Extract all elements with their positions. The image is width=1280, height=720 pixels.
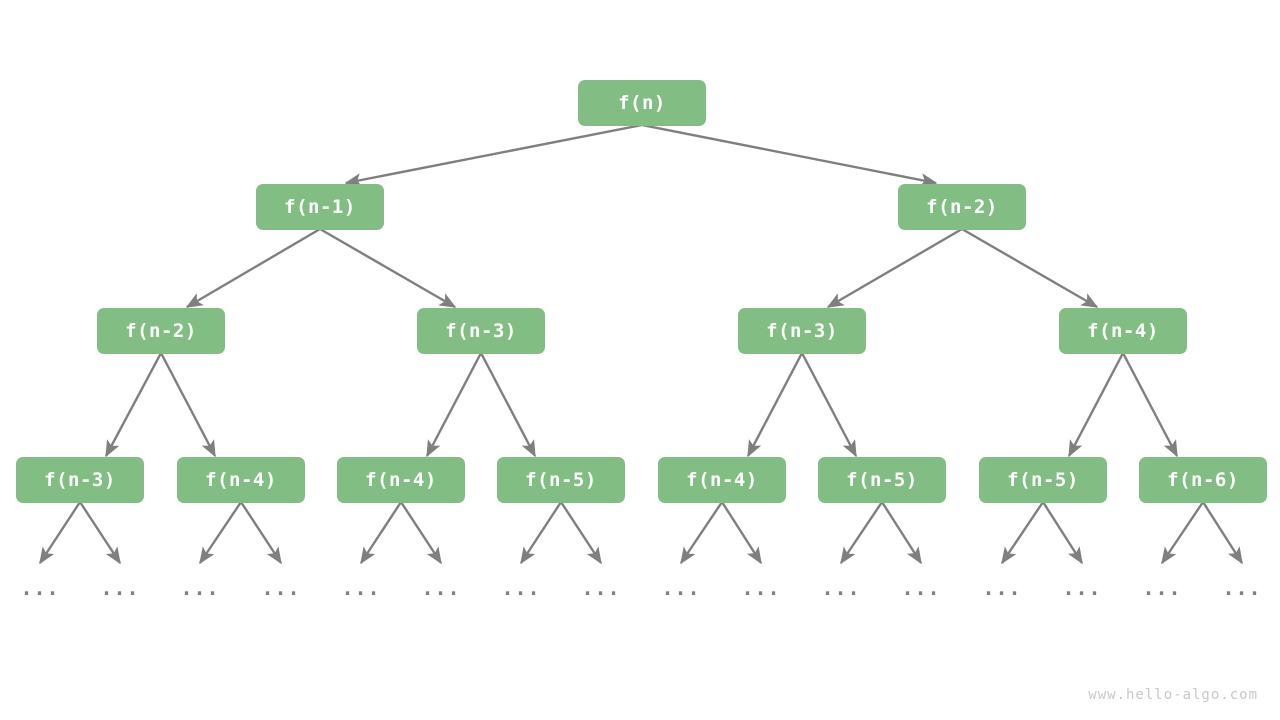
- tree-node-l0n0: f(n): [578, 80, 706, 126]
- tree-node-l3n7: f(n-6): [1139, 457, 1267, 503]
- watermark-text: www.hello-algo.com: [1088, 687, 1258, 703]
- leaf-ellipsis: ...: [100, 576, 140, 600]
- tree-edge-9: [479, 352, 537, 458]
- tree-node-l3n1: f(n-4): [177, 457, 305, 503]
- leaf-edge-7: [559, 501, 603, 565]
- tree-node-l2n1: f(n-3): [417, 308, 545, 354]
- leaf-ellipsis: ...: [1142, 576, 1182, 600]
- tree-edge-10: [746, 352, 804, 458]
- tree-edge-4: [826, 227, 963, 309]
- leaf-edge-1: [78, 501, 122, 565]
- leaf-edge-0: [38, 501, 82, 565]
- leaf-ellipsis: ...: [341, 576, 381, 600]
- tree-node-l2n0: f(n-2): [97, 308, 225, 354]
- leaf-ellipsis: ...: [1062, 576, 1102, 600]
- tree-node-l2n3: f(n-4): [1059, 308, 1187, 354]
- leaf-ellipsis: ...: [982, 576, 1022, 600]
- leaf-edge-3: [239, 501, 283, 565]
- tree-node-l3n3: f(n-5): [497, 457, 625, 503]
- leaf-ellipsis: ...: [821, 576, 861, 600]
- leaf-ellipsis: ...: [741, 576, 781, 600]
- tree-node-label: f(n-5): [1007, 468, 1079, 491]
- tree-node-label: f(n-3): [445, 319, 517, 342]
- leaf-ellipsis: ...: [901, 576, 941, 600]
- tree-edge-2: [185, 227, 321, 309]
- leaf-ellipsis: ...: [1222, 576, 1262, 600]
- tree-node-label: f(n-3): [766, 319, 838, 342]
- leaf-ellipsis: ...: [421, 576, 461, 600]
- tree-node-label: f(n-1): [284, 195, 356, 218]
- tree-node-label: f(n-3): [44, 468, 116, 491]
- tree-node-label: f(n-4): [1087, 319, 1159, 342]
- leaf-edge-11: [880, 501, 923, 565]
- tree-edge-8: [425, 352, 483, 458]
- leaf-edge-8: [680, 501, 723, 565]
- leaf-edge-6: [519, 501, 563, 565]
- tree-node-label: f(n-2): [926, 195, 998, 218]
- tree-edge-7: [159, 352, 217, 458]
- tree-edge-12: [1067, 352, 1125, 458]
- leaf-ellipsis: ...: [581, 576, 621, 600]
- tree-node-label: f(n-5): [525, 468, 597, 491]
- tree-node-l1n0: f(n-1): [256, 184, 384, 230]
- tree-node-label: f(n-4): [205, 468, 277, 491]
- tree-node-label: f(n): [618, 91, 666, 114]
- tree-node-label: f(n-6): [1167, 468, 1239, 491]
- tree-edge-13: [1121, 352, 1179, 458]
- leaf-edge-5: [399, 501, 443, 565]
- leaf-edge-15: [1201, 501, 1244, 565]
- leaf-edge-10: [840, 501, 883, 565]
- tree-edge-0: [344, 123, 643, 187]
- leaf-edge-4: [359, 501, 403, 565]
- leaf-ellipsis: ...: [501, 576, 541, 600]
- leaf-edge-12: [1001, 501, 1044, 565]
- tree-node-l1n1: f(n-2): [898, 184, 1026, 230]
- tree-node-label: f(n-4): [365, 468, 437, 491]
- tree-node-l3n5: f(n-5): [818, 457, 946, 503]
- tree-edges: [38, 123, 1244, 565]
- leaf-edge-2: [199, 501, 242, 565]
- tree-node-l2n2: f(n-3): [738, 308, 866, 354]
- tree-edge-1: [641, 123, 938, 187]
- leaf-ellipsis: ...: [180, 576, 220, 600]
- tree-node-label: f(n-5): [846, 468, 918, 491]
- leaf-edge-14: [1161, 501, 1204, 565]
- tree-node-l3n0: f(n-3): [16, 457, 144, 503]
- tree-node-label: f(n-4): [686, 468, 758, 491]
- leaf-edge-9: [720, 501, 763, 565]
- leaf-edge-13: [1041, 501, 1084, 565]
- tree-edge-6: [104, 352, 163, 458]
- tree-node-label: f(n-2): [125, 319, 197, 342]
- leaf-ellipsis: ...: [261, 576, 301, 600]
- leaf-ellipsis: ...: [661, 576, 701, 600]
- tree-node-l3n2: f(n-4): [337, 457, 465, 503]
- tree-edge-11: [800, 352, 858, 458]
- tree-node-l3n6: f(n-5): [979, 457, 1107, 503]
- leaf-ellipsis: ...: [20, 576, 60, 600]
- tree-edge-5: [961, 227, 1099, 309]
- tree-node-l3n4: f(n-4): [658, 457, 786, 503]
- tree-edge-3: [319, 227, 457, 309]
